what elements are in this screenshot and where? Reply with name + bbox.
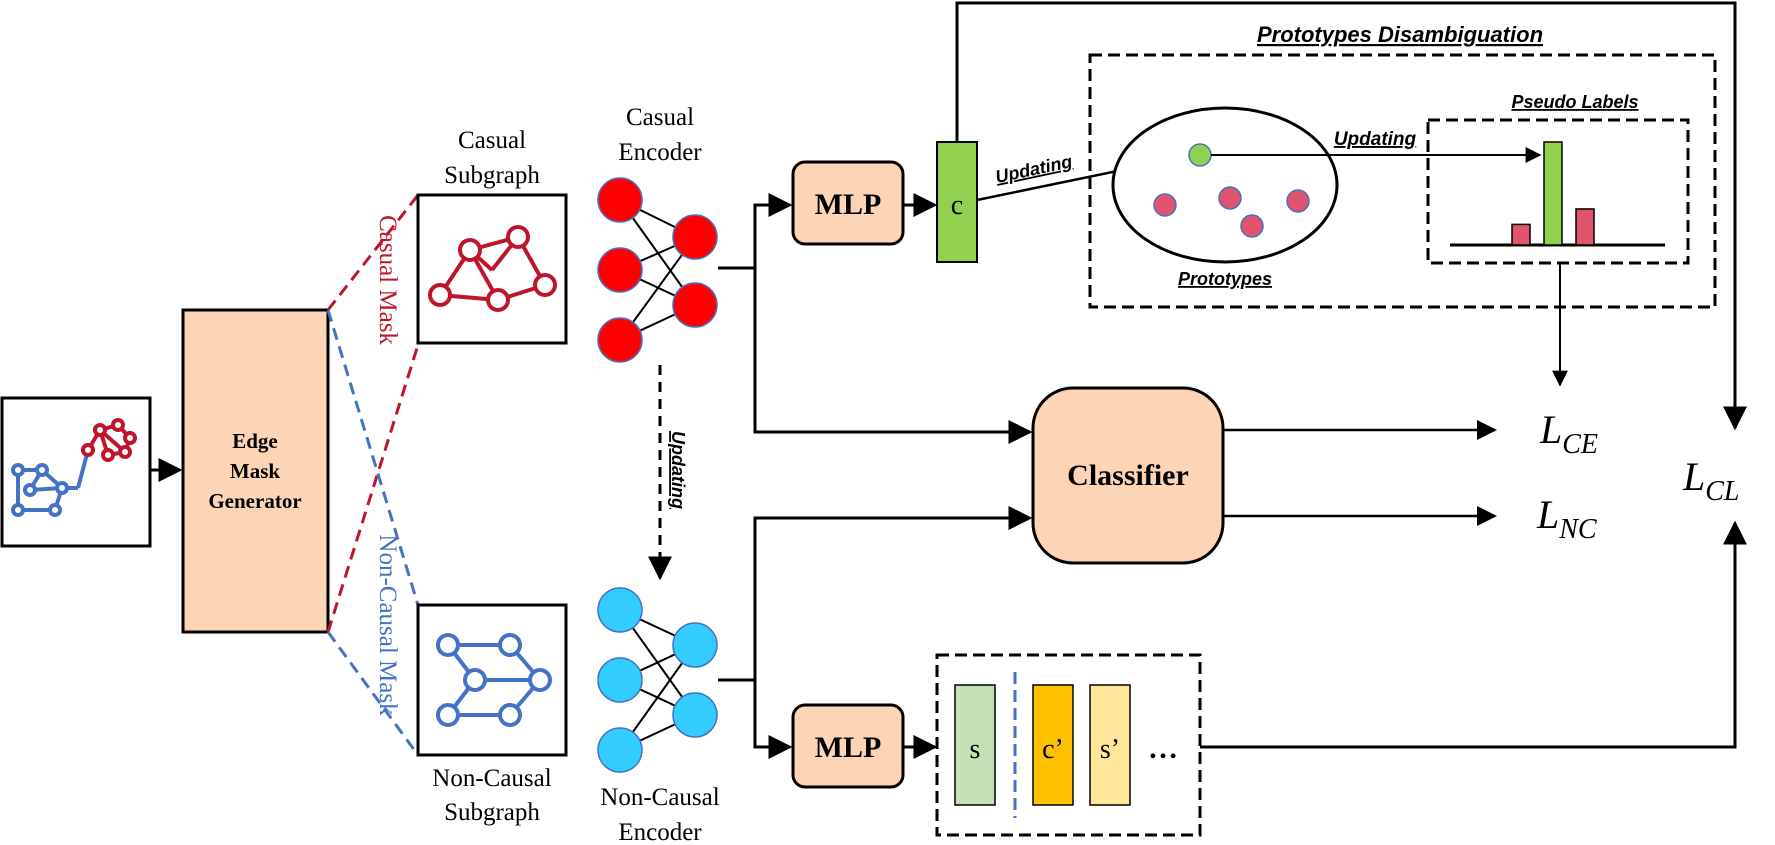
noncausal-mask-lines (326, 309, 420, 756)
causal-encoder-node (597, 177, 643, 223)
causal-encoder-node (672, 214, 718, 260)
causal-subgraph-graph (428, 225, 557, 312)
pseudo-label-bar (1575, 208, 1595, 246)
noncausal-encoder-node (672, 622, 718, 668)
causal-encoder-node (597, 247, 643, 293)
causal-mask-lines (326, 194, 420, 633)
loss-ce-main: L (1539, 407, 1562, 452)
causal-mask-label: Casual Mask (374, 215, 401, 345)
encoder-updating-label: Updating (668, 431, 688, 509)
s-vector-label: s (970, 734, 981, 765)
mlp-bottom-label: MLP (815, 731, 882, 764)
mlp-top-label: MLP (815, 188, 882, 221)
c-to-lcl-line (955, 1, 1747, 431)
proto-updating-label: Updating (1334, 129, 1417, 150)
causal-encoder-connectors (718, 193, 1033, 444)
classifier: Classifier (1031, 386, 1225, 565)
noncausal-encoder-node (597, 727, 643, 773)
causal-subgraph-label-line2: Subgraph (444, 162, 540, 189)
prototypes-ellipse (1111, 106, 1339, 264)
loss-nc: LNC (1536, 492, 1597, 545)
noncausal-subgraph-label-line1: Non-Causal (432, 765, 551, 792)
noncausal-mask-label: Non-Causal Mask (374, 534, 401, 716)
noncausal-encoder-label-line2: Encoder (618, 819, 702, 845)
input-graph-causal-part (81, 418, 137, 462)
mlp-top: MLP (791, 160, 905, 246)
bank-to-lcl-line (1200, 520, 1747, 749)
noncausal-encoder-node (597, 657, 643, 703)
noncausal-encoder: Non-Causal Encoder (597, 587, 720, 845)
prototype (1240, 214, 1264, 238)
loss-ce-sub: CE (1562, 429, 1598, 460)
causal-encoder-label-line2: Encoder (618, 139, 702, 166)
s-vector (954, 684, 996, 806)
noncausal-encoder-connectors (718, 506, 1033, 759)
loss-cl: LCL (1682, 454, 1740, 507)
causal-encoder-node (597, 317, 643, 363)
loss-cl-sub: CL (1705, 476, 1739, 507)
loss-ce: LCE (1539, 407, 1598, 460)
s-prime-vector-label: s’ (1100, 734, 1120, 765)
causal-encoder-node (672, 282, 718, 328)
pseudo-label-bar (1511, 223, 1531, 246)
pseudo-labels-title: Pseudo Labels (1511, 92, 1638, 112)
noncausal-subgraph-graph (436, 633, 552, 727)
feature-bank-ellipsis: … (1148, 732, 1178, 765)
prototypes-disambiguation-title: Prototypes Disambiguation (1257, 22, 1543, 47)
noncausal-encoder-label-line1: Non-Causal (600, 784, 719, 811)
selected-prototype (1188, 143, 1212, 167)
mlp-bottom: MLP (791, 703, 905, 789)
prototypes-disambiguation-box: Prototypes Disambiguation Prototypes Upd… (1088, 22, 1717, 309)
noncausal-subgraph: Non-Causal Subgraph (416, 603, 568, 826)
c-vector: c (936, 141, 978, 263)
c-prime-vector-label: c’ (1042, 734, 1064, 765)
s-prime-vector (1089, 684, 1131, 806)
prototype (1286, 189, 1310, 213)
feature-bank: s c’ s’ … (935, 653, 1202, 837)
noncausal-encoder-node (597, 587, 643, 633)
noncausal-encoder-node (672, 692, 718, 738)
causal-encoder-label-line1: Casual (626, 104, 694, 131)
loss-nc-main: L (1536, 492, 1559, 537)
loss-nc-sub: NC (1558, 514, 1597, 545)
loss-cl-main: L (1682, 454, 1705, 499)
c-vector-label: c (951, 190, 963, 221)
causal-subgraph: Casual Subgraph (416, 127, 568, 345)
prototype (1153, 193, 1177, 217)
generator-label-line1: Edge (232, 429, 278, 453)
causal-encoder: Casual Encoder (597, 104, 718, 363)
prototypes-label: Prototypes (1178, 269, 1272, 289)
causal-subgraph-label-line1: Casual (458, 127, 526, 154)
noncausal-subgraph-label-line2: Subgraph (444, 799, 540, 826)
prototype (1218, 186, 1242, 210)
edge-mask-generator: Edge Mask Generator (181, 308, 330, 634)
generator-label-line2: Mask (230, 459, 280, 483)
input-graph-noncausal-part (11, 449, 90, 517)
input-graph (0, 396, 152, 548)
c-prime-vector (1032, 684, 1074, 806)
generator-label-line3: Generator (208, 489, 301, 513)
pseudo-label-bars (1511, 141, 1595, 246)
pseudo-label-bar (1543, 141, 1563, 246)
pseudo-labels-box: Pseudo Labels (1426, 92, 1690, 265)
classifier-label: Classifier (1067, 459, 1189, 492)
